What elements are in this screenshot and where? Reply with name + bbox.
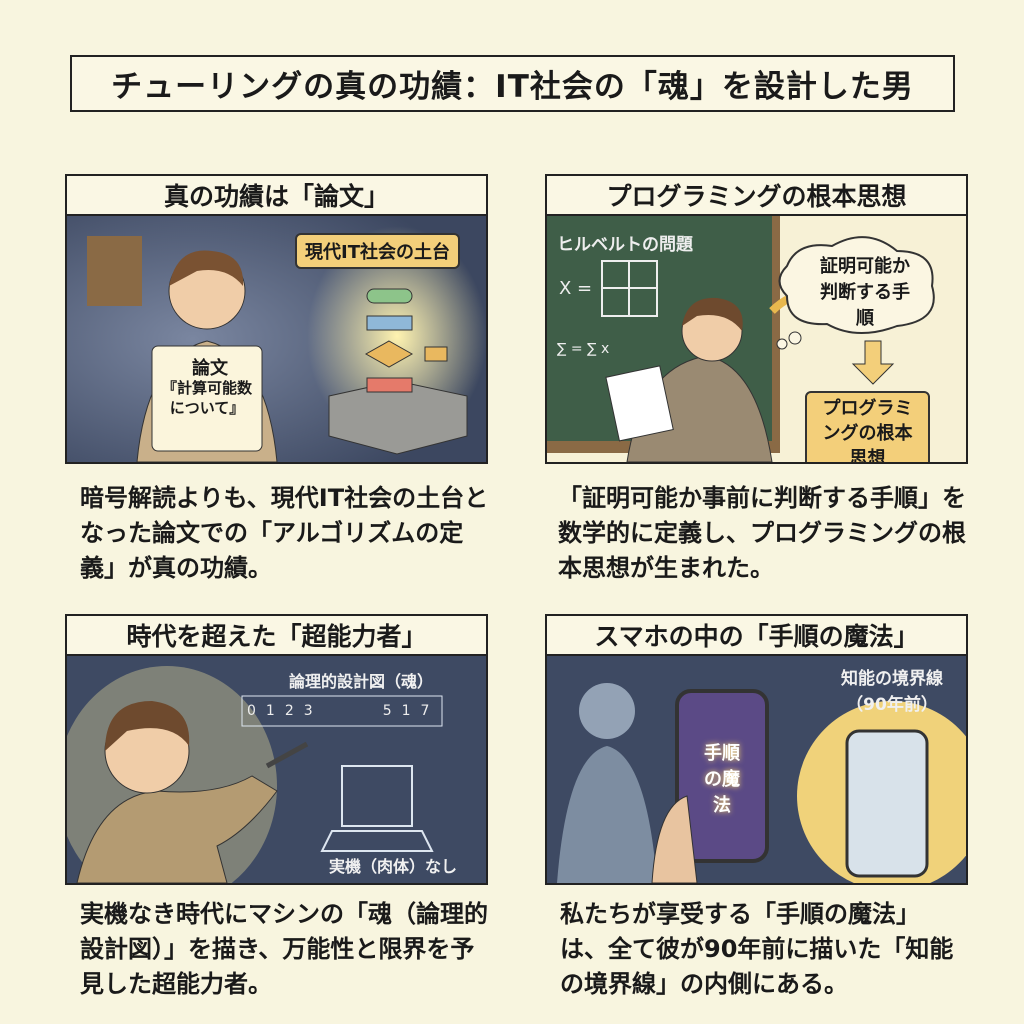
scene-art bbox=[547, 656, 966, 883]
chalkboard-title: ヒルベルトの問題 bbox=[557, 235, 693, 255]
chalk-equation-2: ∑ = ∑ x bbox=[557, 341, 610, 357]
tape-cell: 0 bbox=[247, 703, 256, 719]
panel-programming: プログラミングの根本思想 ヒルベルトの問題 X = ∑ = ∑ x 証明可能か判… bbox=[545, 174, 968, 464]
tape-cell: 7 bbox=[420, 703, 430, 719]
thought-label: 証明可能か判断する手順 bbox=[820, 256, 910, 329]
caption-paper: 暗号解読よりも、現代IT社会の土台となった論文での「アルゴリズムの定義」が真の功… bbox=[80, 484, 489, 582]
scene-art bbox=[547, 216, 935, 462]
panel-header: 時代を超えた「超能力者」 bbox=[67, 616, 486, 656]
panel-visionary: 時代を超えた「超能力者」 論理的設計図（魂） 0 1 2 3 5 1 7 実機（… bbox=[65, 614, 488, 885]
panel-header: プログラミングの根本思想 bbox=[547, 176, 966, 216]
magic-label: 手順の魔法 bbox=[704, 743, 740, 816]
caption-visionary: 実機なき時代にマシンの「魂（論理的設計図）」を描き、万能性と限界を予見した超能力… bbox=[80, 900, 488, 998]
panel-smartphone: スマホの中の「手順の魔法」 知能の境界線（90年前） 手順の魔法 bbox=[545, 614, 968, 885]
foundation-label: 現代IT社会の土台 bbox=[295, 233, 460, 269]
panel-header: スマホの中の「手順の魔法」 bbox=[547, 616, 966, 656]
pen-icon bbox=[265, 741, 309, 769]
paper-scroll-icon bbox=[151, 345, 263, 452]
smartphone-magic-icon bbox=[675, 689, 769, 863]
caption-programming: 「証明可能か事前に判断する手順」を数学的に定義し、プログラミングの根本思想が生ま… bbox=[558, 484, 966, 582]
turing-tape bbox=[241, 695, 443, 727]
paper-title-label: 論文 bbox=[192, 358, 228, 379]
flowchart-icon bbox=[366, 288, 413, 304]
tape-cell: 1 bbox=[401, 703, 411, 719]
ghost-turing bbox=[579, 683, 635, 739]
arrow-down-icon bbox=[851, 340, 895, 385]
tape-cell: 5 bbox=[382, 703, 392, 719]
illustration-smartphone-magic: 知能の境界線（90年前） 手順の魔法 bbox=[547, 656, 966, 883]
tape-cell: 1 bbox=[265, 703, 275, 719]
smartphone-icon bbox=[845, 729, 929, 878]
tape-cell: 3 bbox=[303, 703, 313, 719]
no-hardware-label: 実機（肉体）なし bbox=[329, 857, 458, 876]
enigma-machine-icon bbox=[87, 236, 142, 306]
thought-bubble bbox=[778, 236, 935, 335]
page-title: チューリングの真の功績：IT社会の「魂」を設計した男 bbox=[70, 55, 955, 112]
illustration-turing-paper: 現代IT社会の土台 論文 『計算可能数について』 bbox=[67, 216, 486, 462]
panel-header: 真の功績は「論文」 bbox=[67, 176, 486, 216]
tape-cell: 2 bbox=[284, 703, 294, 719]
boundary-label: 知能の境界線（90年前） bbox=[841, 669, 943, 715]
chalk-equation-1: X = bbox=[559, 278, 593, 299]
blueprint-label: 論理的設計図（魂） bbox=[289, 672, 434, 691]
hand-icon bbox=[651, 795, 698, 883]
scene-art bbox=[67, 656, 486, 883]
tape-cells: 0 1 2 3 5 1 7 bbox=[247, 703, 429, 719]
illustration-hilbert-problem: ヒルベルトの問題 X = ∑ = ∑ x 証明可能か判断する手順 プログラミング… bbox=[547, 216, 966, 462]
result-label: プログラミングの根本思想 bbox=[805, 391, 930, 462]
paper-subtitle-label: 『計算可能数について』 bbox=[161, 379, 252, 417]
panel-paper: 真の功績は「論文」 現代IT社会の土台 論文 『計算可能数について』 bbox=[65, 174, 488, 464]
computer-outline-icon bbox=[341, 765, 413, 827]
caption-smartphone: 私たちが享受する「手順の魔法」は、全て彼が90年前に描いた「知能の境界線」の内側… bbox=[560, 900, 954, 998]
illustration-turing-machine: 論理的設計図（魂） 0 1 2 3 5 1 7 実機（肉体）なし bbox=[67, 656, 486, 883]
